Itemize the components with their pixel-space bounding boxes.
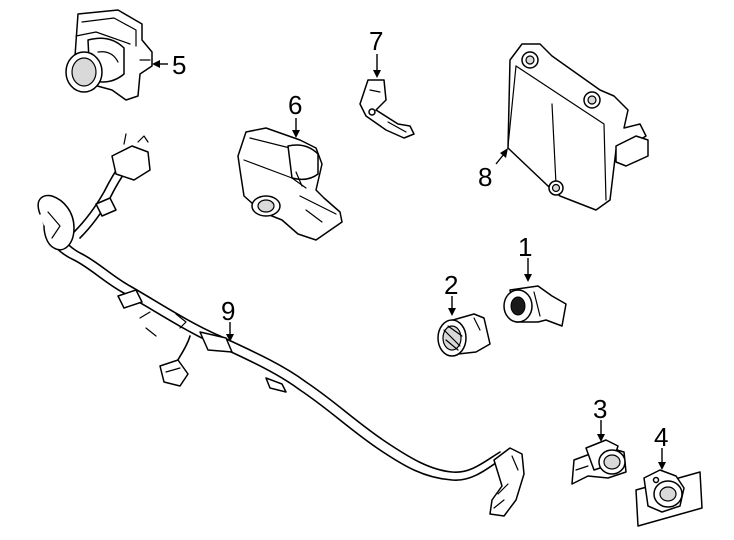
callout-8: 8 bbox=[478, 162, 492, 192]
callout-9: 9 bbox=[221, 296, 235, 326]
callout-3: 3 bbox=[593, 394, 607, 424]
callout-6: 6 bbox=[288, 90, 302, 120]
part-7-bracket bbox=[359, 79, 415, 139]
callout-1: 1 bbox=[518, 232, 532, 262]
part-2-sensor-bezel bbox=[437, 313, 491, 357]
part-3-parking-sensor bbox=[571, 439, 627, 485]
part-6-sensor-housing bbox=[237, 127, 343, 241]
callout-5: 5 bbox=[172, 50, 186, 80]
callout-2: 2 bbox=[444, 270, 458, 300]
callout-4: 4 bbox=[654, 422, 668, 452]
part-1-parking-sensor bbox=[503, 285, 567, 327]
callout-7: 7 bbox=[369, 26, 383, 56]
part-4-sensor-plate bbox=[635, 469, 703, 527]
leader-lines bbox=[152, 54, 666, 470]
part-5-sensor-bracket bbox=[65, 9, 153, 101]
part-8-control-module bbox=[507, 43, 649, 211]
part-9-wiring-harness bbox=[37, 133, 525, 517]
